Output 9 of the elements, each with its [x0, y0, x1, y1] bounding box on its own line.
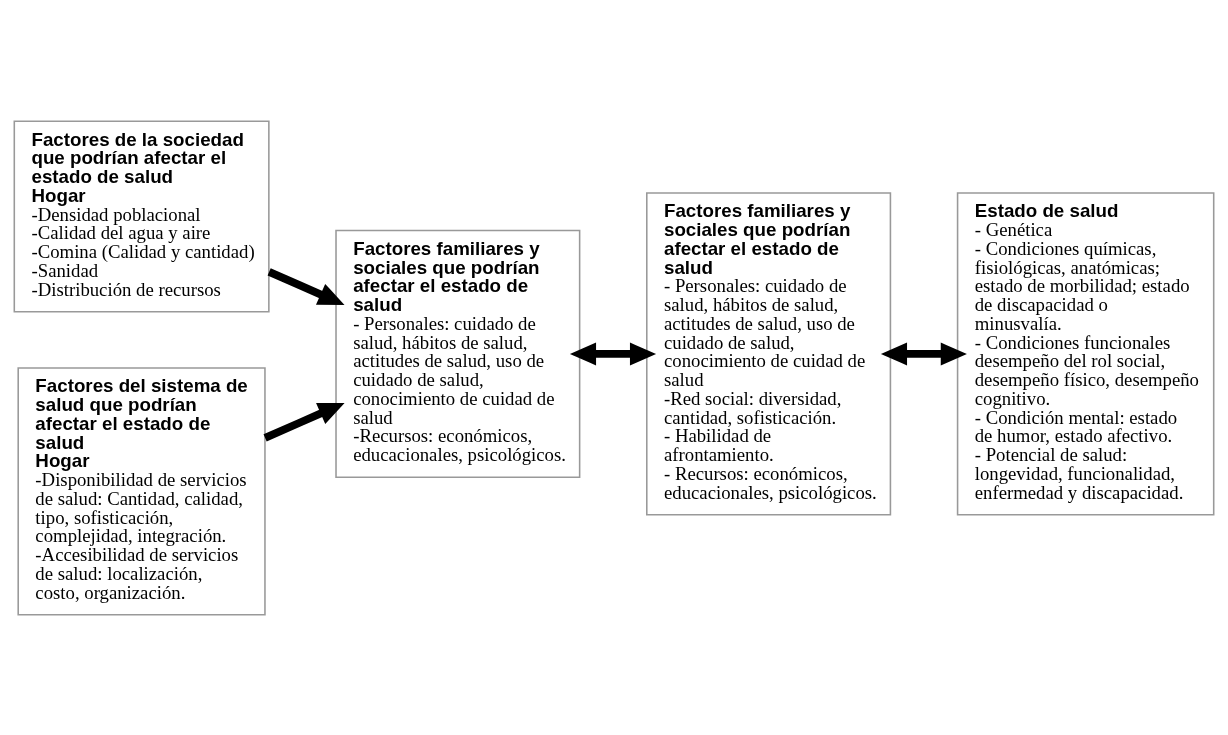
arrow [880, 342, 967, 365]
arrow [263, 402, 345, 441]
arrow [569, 342, 657, 365]
node-box: Factores de la sociedad que podrían afectar el estado de salud Hogar -Densidad poblacional -Calidad del agua y aire -Comina (Calidad y cantidad) -Sanidad -Distribución de recursos [13, 119, 270, 313]
arrow [267, 267, 345, 305]
node-box: Estado de salud - Genética - Condiciones químicas, fisiológicas, anatómicas; estado de morbilidad; estado de discapacidad o minusvalía. - Condiciones funcionales desempeño del rol social, desempeño físico, desempeño cognitivo. - Condición mental: estado de humor, estado afectivo. - Potencial de salud: longevidad, funcionalidad, enfermedad y discapacidad. [956, 191, 1215, 516]
node-box: Factores familiares y sociales que podrían afectar el estado de salud - Personales: cuidado de salud, hábitos de salud, actitudes de salud, uso de cuidado de salud, conocimiento de cuidad de salud -Red social: diversidad, cantidad, sofisticación. - Habilidad de afrontamiento. - Recursos: económicos, educacionales, psicológicos. [646, 191, 892, 516]
node-box: Factores del sistema de salud que podrían afectar el estado de salud Hogar -Disponibilidad de servicios de salud: Cantidad, calidad, tipo, sofisticación, complejidad, integración. -Accesibilidad de servicios de salud: localización, costo, organización. [17, 366, 266, 616]
node-box: Factores familiares y sociales que podrían afectar el estado de salud - Personales: cuidado de salud, hábitos de salud, actitudes de salud, uso de cuidado de salud, conocimiento de cuidad de salud -Recursos: económicos, educacionales, psicológicos. [335, 229, 581, 478]
